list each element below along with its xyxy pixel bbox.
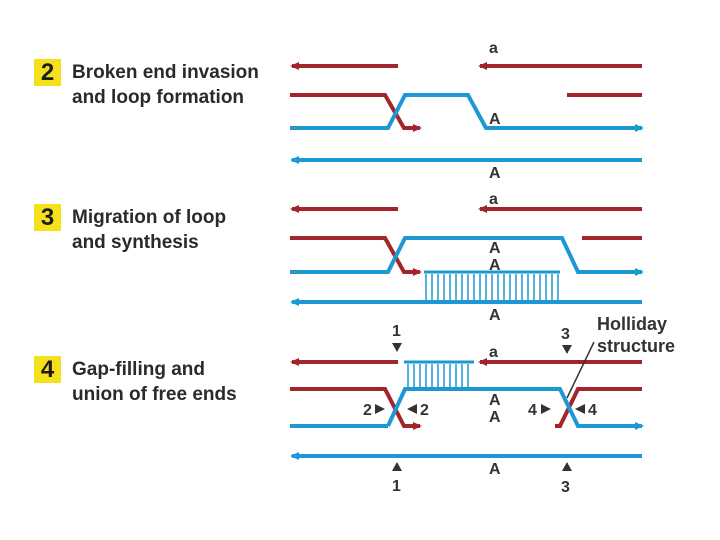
marker-2-right-arrow <box>407 404 417 414</box>
holliday-label-line-2: structure <box>597 336 675 356</box>
step-3-strands <box>290 205 644 306</box>
step-2-title-line-2: and loop formation <box>72 87 245 108</box>
marker-2-right-label: 2 <box>420 402 429 419</box>
step-3-label-a: a <box>489 191 498 208</box>
marker-2-left-label: 2 <box>363 402 372 419</box>
step-4-number: 4 <box>34 356 61 383</box>
holliday-pointer-line <box>566 341 595 399</box>
step-4-strands <box>290 358 644 460</box>
marker-1-bottom-arrow <box>392 462 402 471</box>
step-2-number: 2 <box>34 59 61 86</box>
marker-4-right-arrow <box>575 404 585 414</box>
marker-3-bottom-arrow <box>562 462 572 471</box>
marker-3-bottom-label: 3 <box>561 479 570 496</box>
step-2-strands <box>290 62 644 164</box>
step-4-label-A-bottom: A <box>489 461 501 478</box>
step-4-title-line-2: union of free ends <box>72 384 237 405</box>
step-4-label-A-2: A <box>489 409 501 426</box>
marker-1-top-label: 1 <box>392 323 401 340</box>
step-3-label-A-2: A <box>489 257 501 274</box>
step-3-label-A-1: A <box>489 240 501 257</box>
marker-4-left-label: 4 <box>528 402 537 419</box>
marker-2-left-arrow <box>375 404 385 414</box>
step-4-gap-fill-ladder <box>407 364 469 388</box>
marker-1-bottom-label: 1 <box>392 478 401 495</box>
step-4-label-A-1: A <box>489 392 501 409</box>
marker-3-top-label: 3 <box>561 326 570 343</box>
marker-4-left-arrow <box>541 404 551 414</box>
step-2-label-a: a <box>489 40 498 57</box>
step-3-label-A-bottom: A <box>489 307 501 324</box>
holliday-label-line-1: Holliday <box>597 314 667 334</box>
marker-3-top-arrow <box>562 345 572 354</box>
step-3-displaced-blue-loop <box>290 236 644 276</box>
step-3-base-pair-ladder <box>425 274 559 300</box>
marker-1-top-arrow <box>392 343 402 352</box>
step-2-title-line-1: Broken end invasion <box>72 62 259 83</box>
step-2-label-A-bottom: A <box>489 165 501 182</box>
step-3-number: 3 <box>34 204 61 231</box>
marker-4-right-label: 4 <box>588 402 597 419</box>
step-3-title-line-2: and synthesis <box>72 232 199 253</box>
step-4-blue-strand-crossing <box>386 387 644 430</box>
step-2-label-A-mid: A <box>489 111 501 128</box>
step-3-title-line-1: Migration of loop <box>72 207 227 228</box>
step-2-displaced-blue-loop <box>290 93 644 132</box>
step-4-label-a: a <box>489 344 498 361</box>
step-4-title-line-1: Gap-filling and <box>72 359 205 380</box>
